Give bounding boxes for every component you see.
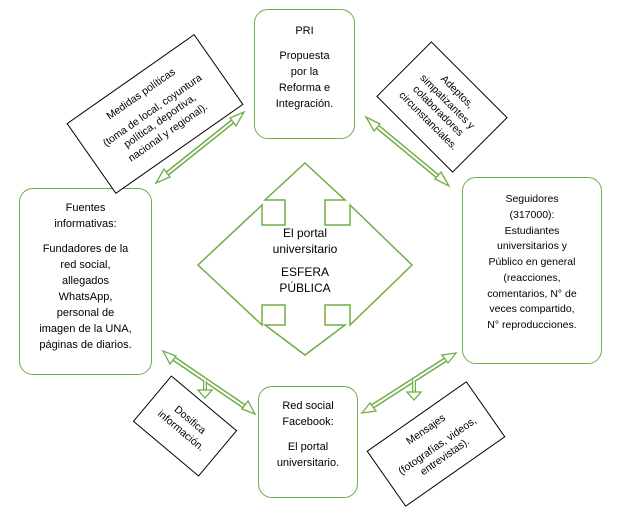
arrow-medidas-fuentes [154,110,246,185]
pri-body-line: por la [290,65,319,78]
fuentes-body-line: imagen de la UNA, [39,322,132,335]
seguidores-line: Estudiantes [504,224,560,237]
fuentes-title-line: informativas: [54,217,117,230]
pri-body-line: Reforma e [278,81,331,94]
pri-body-line: Integración. [275,97,334,110]
seguidores-line: N° reproducciones. [487,319,577,331]
central-four-way-arrow [196,161,414,356]
fuentes-box: Fuentes informativas: Fundadores de la r… [19,188,152,375]
fuentes-body-line: personal de [56,306,115,319]
seguidores-line: comentarios, N° de [487,287,577,300]
facebook-title-line: Facebook: [282,415,334,428]
fuentes-body-line: páginas de diarios. [39,338,132,351]
seguidores-line: veces compartido, [489,303,575,316]
facebook-box: Red social Facebook: El portal universit… [258,386,358,498]
fuentes-body-line: allegados [61,274,110,287]
facebook-body-line: universitario. [276,456,340,469]
arrow-adeptos-seguidores [364,115,451,188]
center-subtitle-line: PÚBLICA [279,280,331,295]
center-title-line: El portal [282,226,328,240]
seguidores-line: (reacciones, [503,271,561,284]
center-title-line: universitario [272,241,338,256]
center-subtitle-line: ESFERA [280,265,329,280]
seguidores-line: Seguidores [505,193,559,205]
facebook-body-line: El portal [287,440,329,453]
arrow-seguidores-facebook [360,352,458,414]
seguidores-line: Público en general [488,256,576,268]
pri-body-line: Propuesta [279,49,330,62]
arrow-fuentes-facebook [161,349,257,416]
pri-box: PRI Propuesta por la Reforma e Integraci… [254,9,355,139]
fuentes-body-line: red social, [60,258,111,271]
facebook-title-line: Red social [282,400,334,412]
seguidores-line: (317000): [509,208,555,221]
center-label: El portal universitario ESFERA PÚBLICA [250,226,360,296]
fuentes-body-line: WhatsApp, [58,290,113,303]
fuentes-body-line: Fundadores de la [42,242,129,255]
seguidores-box: Seguidores (317000): Estudiantes univers… [462,177,602,364]
pri-title: PRI [295,25,314,37]
fuentes-title-line: Fuentes [65,202,106,214]
seguidores-line: universitarios y [496,240,568,253]
